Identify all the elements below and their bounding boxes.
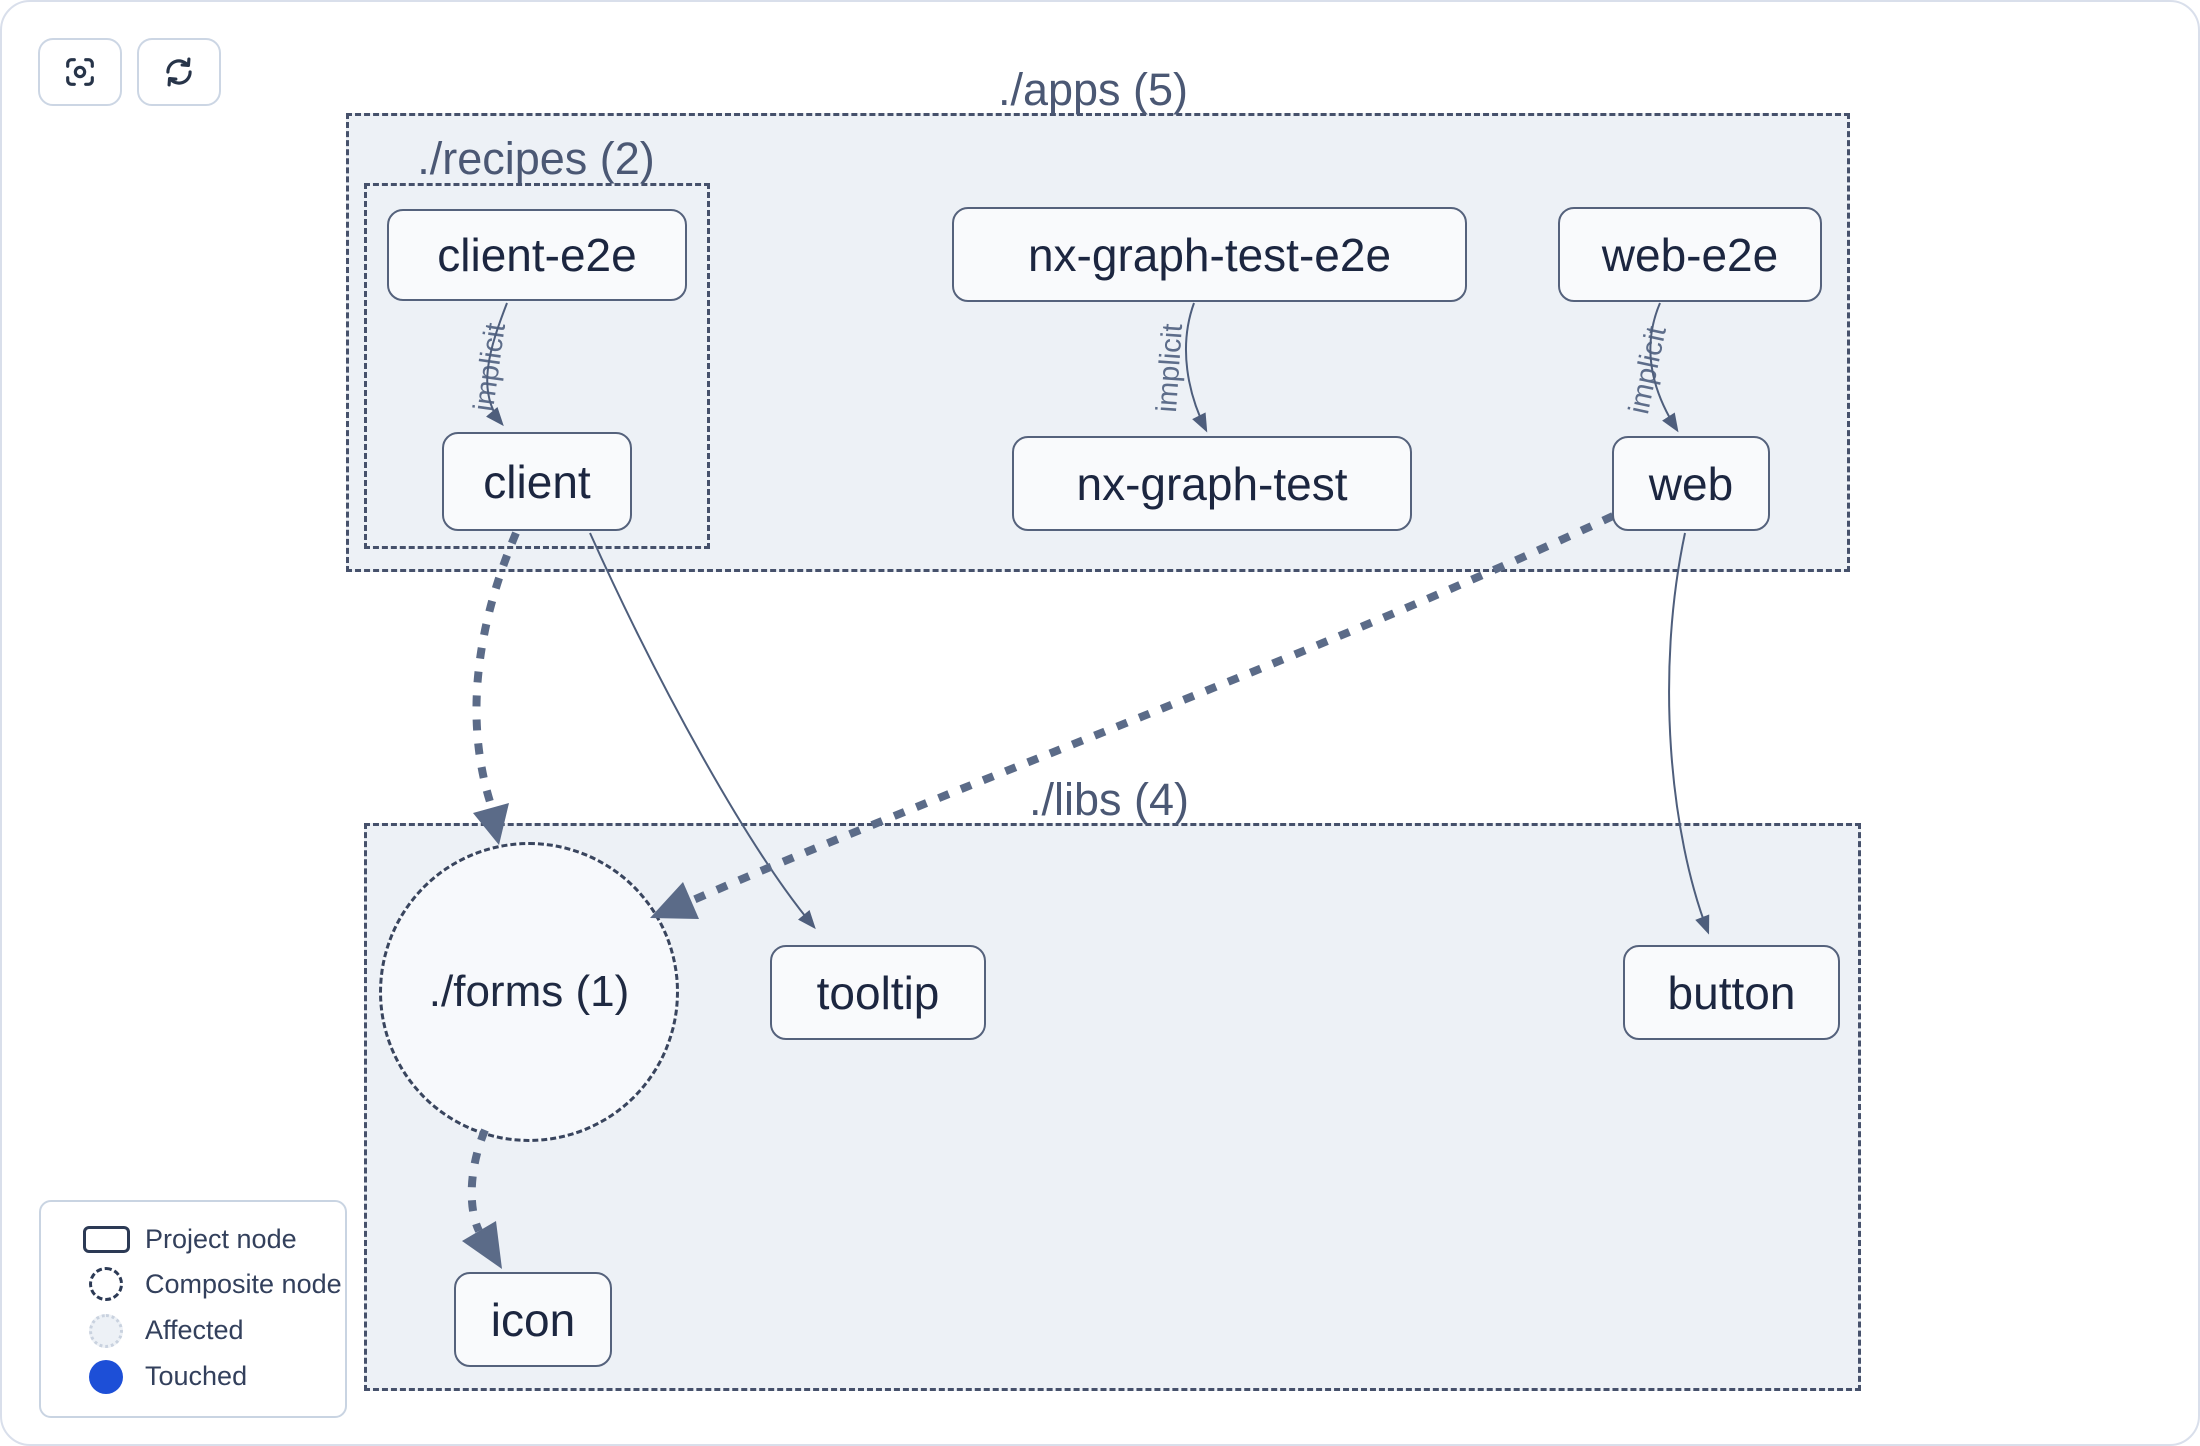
node-web-e2e[interactable]: web-e2e [1558, 207, 1822, 302]
refresh-button[interactable] [137, 38, 221, 106]
node-client-e2e[interactable]: client-e2e [387, 209, 687, 301]
node-nx-graph-test-e2e[interactable]: nx-graph-test-e2e [952, 207, 1467, 302]
legend-row-composite-node: Composite node [67, 1267, 345, 1302]
group-label-recipes: ./recipes (2) [417, 133, 655, 184]
edge-client-to-forms [472, 531, 520, 810]
legend-label-composite-node: Composite node [145, 1268, 342, 1299]
project-node-swatch [82, 1226, 130, 1254]
group-label-libs: ./libs (4) [1028, 774, 1190, 825]
legend: Project node Composite node Affected Tou… [39, 1200, 347, 1418]
legend-row-affected: Affected [67, 1313, 345, 1348]
legend-row-project-node: Project node [67, 1224, 345, 1255]
legend-row-touched: Touched [67, 1359, 345, 1394]
focus-button[interactable] [38, 38, 122, 106]
touched-swatch [89, 1359, 123, 1394]
node-icon[interactable]: icon [454, 1272, 612, 1367]
group-label-apps: ./apps (5) [997, 64, 1189, 115]
composite-node-swatch [89, 1267, 123, 1302]
node-nx-graph-test[interactable]: nx-graph-test [1012, 436, 1412, 531]
composite-node-forms[interactable]: ./forms (1) [379, 842, 679, 1142]
legend-label-affected: Affected [145, 1315, 244, 1346]
affected-swatch [89, 1313, 123, 1348]
legend-label-project-node: Project node [145, 1224, 297, 1255]
legend-label-touched: Touched [145, 1361, 248, 1392]
node-web[interactable]: web [1612, 436, 1770, 531]
node-client[interactable]: client [442, 432, 632, 531]
node-button[interactable]: button [1623, 945, 1840, 1040]
refresh-icon [166, 57, 192, 87]
node-tooltip[interactable]: tooltip [770, 945, 986, 1040]
focus-icon [66, 58, 94, 86]
